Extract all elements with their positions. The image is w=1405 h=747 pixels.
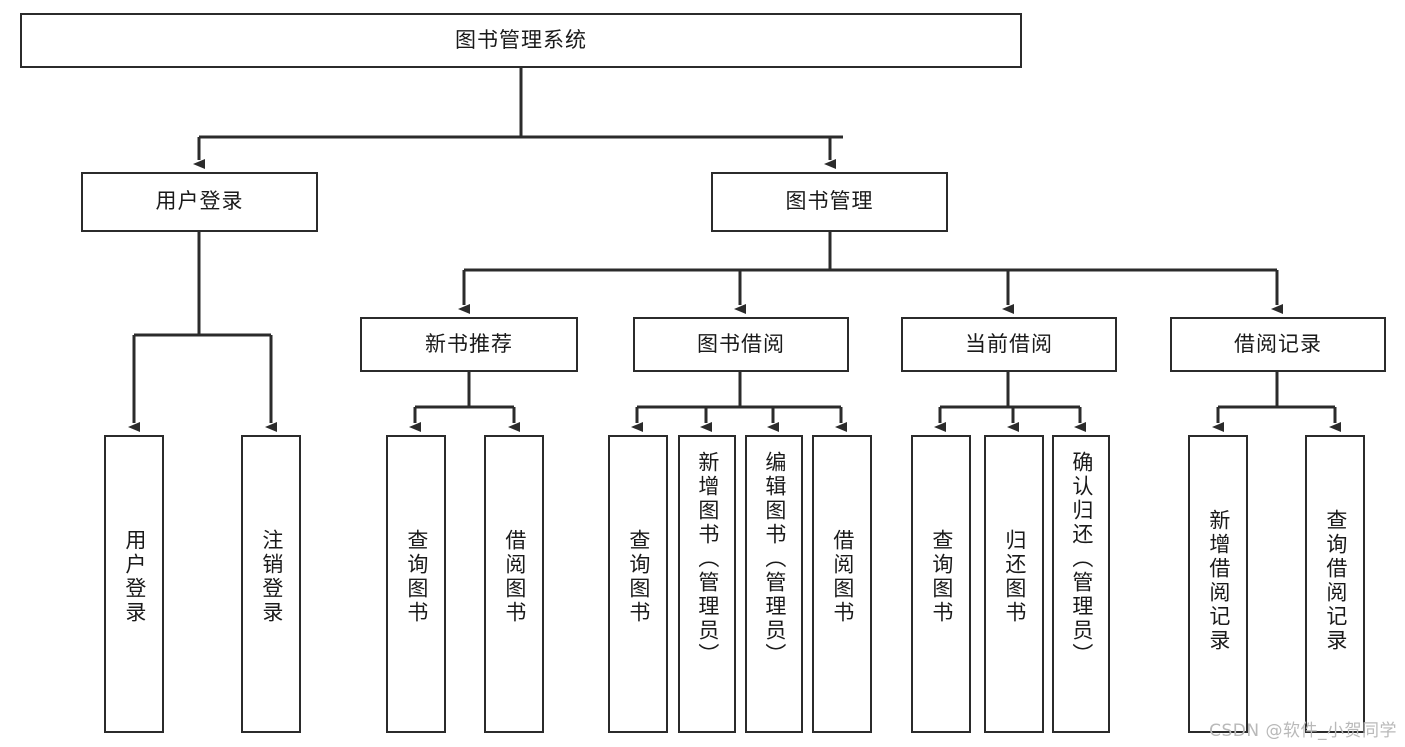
node-label-leaf-user-logout: 注销登录: [259, 529, 284, 625]
node-label-leaf-add-book: 新增图书（管理员）: [695, 451, 720, 667]
node-leaf-confirm-return[interactable]: 确认归还（管理员）: [1052, 435, 1110, 733]
node-label-book-manage: 图书管理: [785, 189, 874, 214]
node-leaf-borrow-book-1[interactable]: 借阅图书: [484, 435, 544, 733]
node-label-leaf-query-book-3: 查询图书: [929, 529, 954, 625]
node-leaf-add-record[interactable]: 新增借阅记录: [1188, 435, 1248, 733]
node-leaf-borrow-book-2[interactable]: 借阅图书: [812, 435, 872, 733]
node-label-leaf-edit-book: 编辑图书（管理员）: [762, 451, 787, 667]
node-label-root: 图书管理系统: [455, 27, 587, 52]
node-leaf-user-logout[interactable]: 注销登录: [241, 435, 301, 733]
node-label-borrow-record: 借阅记录: [1234, 331, 1322, 356]
node-leaf-query-book-3[interactable]: 查询图书: [911, 435, 971, 733]
node-leaf-query-book-1[interactable]: 查询图书: [386, 435, 446, 733]
node-current-borrow[interactable]: 当前借阅: [901, 317, 1117, 372]
node-label-leaf-borrow-book-2: 借阅图书: [830, 529, 855, 625]
node-label-leaf-user-login: 用户登录: [122, 529, 147, 625]
node-leaf-query-book-2[interactable]: 查询图书: [608, 435, 668, 733]
node-label-leaf-add-record: 新增借阅记录: [1206, 509, 1231, 653]
node-label-leaf-query-book-2: 查询图书: [626, 529, 651, 625]
node-label-leaf-confirm-return: 确认归还（管理员）: [1069, 451, 1094, 667]
node-borrow-record[interactable]: 借阅记录: [1170, 317, 1386, 372]
node-label-leaf-query-book-1: 查询图书: [404, 529, 429, 625]
node-label-leaf-borrow-book-1: 借阅图书: [502, 529, 527, 625]
node-label-current-borrow: 当前借阅: [965, 331, 1053, 356]
node-label-leaf-query-record: 查询借阅记录: [1323, 509, 1348, 653]
node-label-user-login: 用户登录: [155, 189, 244, 214]
node-label-new-book-rec: 新书推荐: [425, 331, 513, 356]
csdn-watermark: CSDN @软件_小贺同学: [1209, 721, 1397, 741]
node-leaf-edit-book[interactable]: 编辑图书（管理员）: [745, 435, 803, 733]
node-leaf-user-login[interactable]: 用户登录: [104, 435, 164, 733]
node-root-system[interactable]: 图书管理系统: [20, 13, 1022, 68]
node-book-borrow[interactable]: 图书借阅: [633, 317, 849, 372]
node-new-book-rec[interactable]: 新书推荐: [360, 317, 578, 372]
node-leaf-add-book[interactable]: 新增图书（管理员）: [678, 435, 736, 733]
node-label-leaf-return-book: 归还图书: [1002, 529, 1027, 625]
node-book-manage[interactable]: 图书管理: [711, 172, 948, 232]
node-leaf-query-record[interactable]: 查询借阅记录: [1305, 435, 1365, 733]
node-leaf-return-book[interactable]: 归还图书: [984, 435, 1044, 733]
node-label-book-borrow: 图书借阅: [697, 331, 785, 356]
node-user-login[interactable]: 用户登录: [81, 172, 318, 232]
